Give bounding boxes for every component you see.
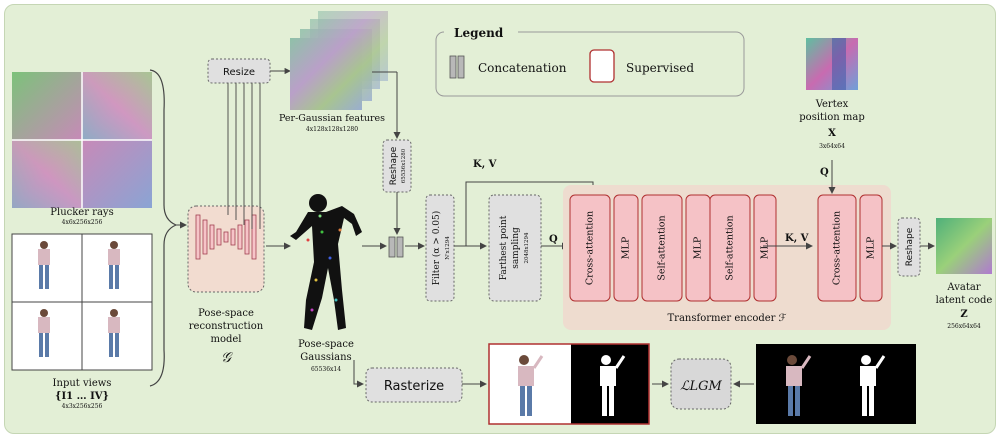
skip-connections xyxy=(227,67,291,229)
input-brace xyxy=(149,69,178,387)
model-symbol: 𝒢 xyxy=(221,350,233,366)
fps-box xyxy=(488,194,542,302)
kv-label-1: K, V xyxy=(473,159,497,170)
transformer-block-4 xyxy=(709,194,751,302)
gaussians-label-1: Pose-space xyxy=(298,339,354,350)
mask-silhouette xyxy=(600,355,626,416)
transformer-block-label-2: Self-attention xyxy=(657,215,668,280)
plucker-label: Plucker rays xyxy=(50,207,113,218)
rasterize-box xyxy=(365,367,463,403)
vertex-dims: 3x64x64 xyxy=(819,143,845,150)
transformer-block-6 xyxy=(817,194,857,302)
reshape-features-box xyxy=(382,139,412,193)
loss-box xyxy=(670,358,732,410)
plucker-dims: 4x6x256x256 xyxy=(62,219,103,226)
mask-silhouette xyxy=(860,355,886,416)
reshape-features-label: Reshape xyxy=(389,146,399,185)
transformer-block-label-1: MLP xyxy=(621,236,632,259)
latent-dims: 256x64x64 xyxy=(947,323,981,330)
latent-label-1: Avatar xyxy=(946,282,980,293)
transformer-block-label-4: Self-attention xyxy=(725,215,736,280)
transformer-block-label-3: MLP xyxy=(693,236,704,259)
model-label-3: model xyxy=(210,334,241,345)
filter-dims: N'x1294 xyxy=(445,236,451,260)
kv-label-2: K, V xyxy=(785,233,809,244)
avatar-latent-code-image xyxy=(936,218,992,274)
gaussians-to-rasterize-arrow xyxy=(353,360,364,388)
legend-supervised-icon xyxy=(589,49,615,83)
model-label-2: reconstruction xyxy=(189,321,264,332)
concatenation-icon xyxy=(388,236,404,258)
features-label: Per-Gaussian features xyxy=(279,113,385,124)
views-dims: 4x3x256x256 xyxy=(62,403,103,410)
transformer-block-1 xyxy=(613,194,639,302)
legend-title: Legend xyxy=(454,26,504,40)
transformer-block-7 xyxy=(859,194,883,302)
per-gaussian-features-image xyxy=(290,11,388,110)
reshape-output-box xyxy=(897,217,921,277)
gaussians-label-2: Gaussians xyxy=(300,352,351,363)
fps-label-1: Farthest point xyxy=(499,215,509,280)
q-label-1: Q xyxy=(549,234,558,245)
vertex-label-2: position map xyxy=(799,112,864,123)
unet-icon xyxy=(195,214,257,260)
rasterize-label: Rasterize xyxy=(384,379,444,394)
resize-label: Resize xyxy=(223,67,255,78)
latent-label-2: latent code xyxy=(936,295,993,306)
person-figure xyxy=(108,309,120,357)
legend-concat-icon xyxy=(449,55,465,79)
features-dims: 4x128x128x1280 xyxy=(306,126,358,133)
transformer-block-label-0: Cross-attention xyxy=(585,211,596,285)
input-views-image xyxy=(11,233,153,371)
legend-title-bg xyxy=(444,22,518,40)
reshape-output-label: Reshape xyxy=(905,227,915,266)
vertex-label-1: Vertex xyxy=(815,99,849,110)
legend-concat-label: Concatenation xyxy=(478,61,567,75)
fps-label-2: sampling xyxy=(511,227,521,269)
vertex-symbol: X xyxy=(828,128,836,139)
reshape-features-dims: 65536x1280 xyxy=(401,148,407,183)
views-label: Input views xyxy=(53,378,112,389)
latent-symbol: Z xyxy=(960,309,967,320)
transformer-block-label-5: MLP xyxy=(760,236,771,259)
person-figure xyxy=(786,355,812,416)
q-label-2: Q xyxy=(820,167,829,178)
transformer-block-5 xyxy=(753,194,777,302)
ground-truth-image xyxy=(756,344,916,424)
transformer-blocks: Cross-attention MLP Self-attention MLP Self-… xyxy=(569,194,883,302)
legend-box xyxy=(435,31,745,97)
person-figure xyxy=(38,309,50,357)
loss-label: ℒLGM xyxy=(680,379,722,394)
gaussians-silhouette xyxy=(290,194,362,330)
legend-supervised-label: Supervised xyxy=(626,61,694,75)
plucker-rays-image xyxy=(12,72,152,208)
transformer-label: Transformer encoder ℱ xyxy=(668,313,787,324)
transformer-block-label-6: Cross-attention xyxy=(832,211,843,285)
transformer-block-0 xyxy=(569,194,611,302)
gaussians-dims: 65536x14 xyxy=(311,366,341,373)
rendered-output-image xyxy=(488,343,650,425)
transformer-block-label-7: MLP xyxy=(866,236,877,259)
transformer-block-2 xyxy=(641,194,683,302)
filter-label: Filter (α > 0.05) xyxy=(431,211,442,286)
vertex-map-stripe xyxy=(832,38,846,90)
fps-dims: 2048x1294 xyxy=(524,232,530,264)
views-set: {I1 … IV} xyxy=(55,391,109,402)
filter-box xyxy=(425,194,455,302)
person-figure xyxy=(518,355,544,416)
person-figure xyxy=(38,241,50,289)
person-figure xyxy=(108,241,120,289)
model-label-1: Pose-space xyxy=(198,308,254,319)
